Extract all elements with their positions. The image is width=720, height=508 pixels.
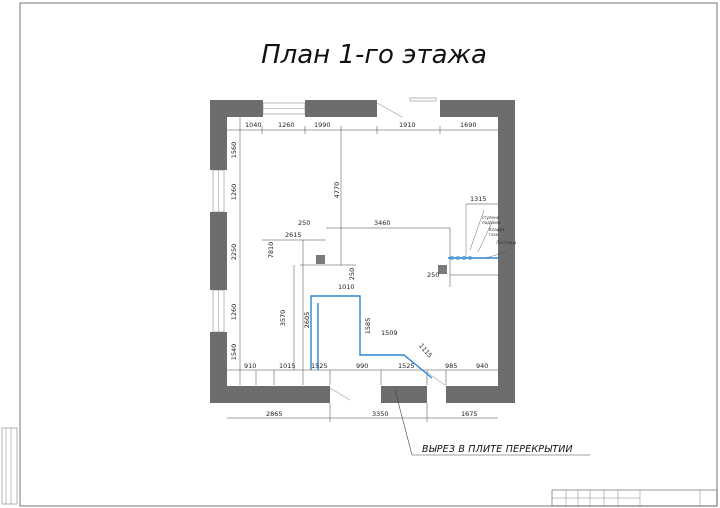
- dim-left-5: 1540: [230, 344, 238, 361]
- dim-top-4: 1910: [399, 121, 416, 129]
- dim-2605: 2605: [303, 312, 311, 329]
- dim-bottom-4: 990: [356, 362, 368, 370]
- dim-bottom-5: 1525: [398, 362, 415, 370]
- dim-bottom-6: 985: [445, 362, 457, 370]
- dim-left-1: 1560: [230, 142, 238, 159]
- sheet-frame: [19, 2, 718, 507]
- dim-3460: 3460: [374, 219, 391, 227]
- dim-1509: 1509: [381, 329, 398, 337]
- dim-left-4: 1260: [230, 304, 238, 321]
- note-leader: [394, 389, 590, 456]
- slab-cutout-outline: [310, 295, 433, 379]
- dim-1115: 1115: [417, 342, 434, 360]
- dim-outer-2: 3350: [372, 410, 389, 418]
- dim-3570: 3570: [279, 310, 287, 327]
- dim-250-b: 250: [348, 268, 356, 280]
- dim-1315: 1315: [470, 195, 487, 203]
- dim-7810: 7810: [267, 242, 275, 259]
- dim-left-3: 2250: [230, 244, 238, 261]
- stair-label-1: ступени: [482, 215, 500, 220]
- dim-top-5: 1690: [460, 121, 477, 129]
- column-1: [316, 255, 325, 264]
- dim-1010: 1010: [338, 283, 355, 291]
- dim-bottom-3: 1525: [311, 362, 328, 370]
- plan-title: План 1-го этажа: [261, 40, 487, 70]
- dim-250-a: 250: [298, 219, 310, 227]
- stair-label-2: подъема: [482, 220, 501, 225]
- stair-label-4: газа: [489, 232, 499, 237]
- stair-label-3: Кладка: [489, 227, 505, 232]
- dim-250-c: 250: [427, 271, 439, 279]
- title-block: [551, 489, 718, 507]
- dim-left-2: 1260: [230, 184, 238, 201]
- dim-top-2: 1260: [278, 121, 295, 129]
- openings: [212, 97, 447, 401]
- dim-bottom-7: 940: [476, 362, 488, 370]
- dim-1585: 1585: [364, 318, 372, 335]
- dim-4770: 4770: [333, 182, 341, 199]
- dim-outer-3: 1675: [461, 410, 478, 418]
- dim-bottom-2: 1015: [279, 362, 296, 370]
- dim-top-1: 1040: [245, 121, 262, 129]
- dimension-lines: [227, 117, 498, 422]
- dim-2615: 2615: [285, 231, 302, 239]
- column-2: [438, 265, 447, 274]
- slab-cutout-note: ВЫРЕЗ В ПЛИТЕ ПЕРЕКРЫТИИ: [422, 444, 573, 455]
- stair-detail: [448, 204, 507, 260]
- stair-label-5: Лестница: [496, 240, 517, 245]
- left-binding-strip: [1, 427, 18, 505]
- dim-outer-1: 2865: [266, 410, 283, 418]
- dim-top-3: 1990: [314, 121, 331, 129]
- dim-bottom-1: 910: [244, 362, 256, 370]
- walls: [210, 100, 515, 403]
